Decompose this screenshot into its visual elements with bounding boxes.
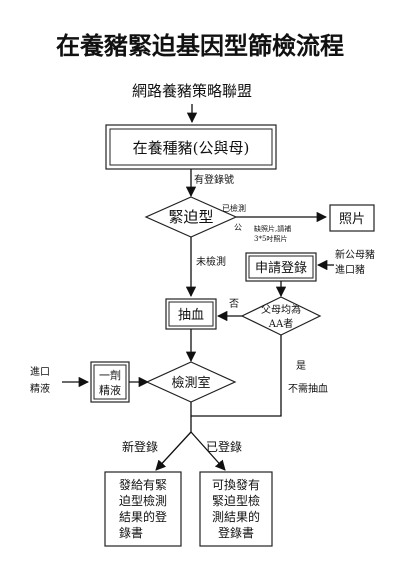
connector-parents-yes-path — [191, 335, 282, 417]
node-reissue-cert-4: 登錄書 — [218, 525, 254, 540]
node-reissue-cert-2: 緊迫型檢 — [212, 493, 260, 508]
node-new-boars-sows-2: 進口豬 — [335, 263, 365, 276]
node-batch-semen-2: 精液 — [99, 383, 121, 397]
node-reissue-cert-box — [199, 471, 273, 547]
node-issue-cert-1: 發給有緊 — [119, 477, 167, 492]
node-batch-semen-inner-border — [93, 364, 127, 400]
node-photo-box — [329, 204, 375, 232]
node-apply-registration-box — [245, 252, 317, 282]
node-issue-cert-3: 結果的登 — [119, 509, 167, 524]
connector-split-existing — [190, 431, 226, 471]
label-already-reg: 已登錄 — [206, 439, 242, 454]
node-imported-semen-1: 進口 — [30, 366, 50, 378]
label-new-reg: 新登錄 — [122, 439, 158, 454]
node-alliance: 網路養豬策略聯盟 — [132, 82, 252, 100]
node-blood-draw-inner-border — [168, 301, 214, 327]
label-photo-note-2: 3*5吋照片 — [254, 234, 287, 243]
label-photo-note-1: 缺照片,請補 — [254, 224, 291, 233]
node-apply-registration-inner-border — [248, 255, 314, 279]
label-boar: 公 — [234, 223, 242, 232]
page-title: 在養豬緊迫基因型篩檢流程 — [56, 31, 344, 60]
node-breeding-pigs-inner-border — [109, 128, 273, 166]
node-blood-draw-box — [165, 298, 217, 330]
node-issue-cert-box — [104, 471, 182, 547]
node-breeding-pigs: 在養種豬(公與母) — [133, 139, 250, 157]
connector-split-new — [155, 431, 192, 471]
node-lab: 檢測室 — [171, 375, 210, 391]
label-no-blood: 不需抽血 — [288, 382, 328, 395]
label-has-reg-no: 有登錄號 — [194, 173, 234, 186]
node-imported-semen-2: 精液 — [30, 382, 50, 395]
label-yes: 是 — [296, 360, 306, 372]
node-blood-draw: 抽血 — [178, 308, 204, 323]
label-no: 否 — [229, 298, 239, 310]
node-issue-cert-2: 迫型檢測 — [119, 493, 167, 508]
label-not-tested: 未檢測 — [196, 255, 226, 268]
node-batch-semen-box — [90, 361, 130, 403]
node-issue-cert-4: 錄書 — [119, 525, 143, 540]
node-reissue-cert-1: 可換發有 — [212, 477, 260, 492]
node-apply-registration: 申請登錄 — [255, 261, 307, 276]
node-parents-aa-1: 父母均為 — [261, 303, 301, 316]
node-reissue-cert-3: 測結果的 — [212, 509, 260, 524]
node-parents-aa-2: AA者 — [268, 318, 293, 330]
node-stress-type: 緊迫型 — [168, 208, 213, 226]
node-photo: 照片 — [339, 212, 365, 227]
label-tested: 已檢測 — [222, 203, 246, 213]
node-new-boars-sows-1: 新公母豬 — [335, 248, 375, 261]
node-batch-semen-1: 一劑 — [99, 368, 121, 382]
